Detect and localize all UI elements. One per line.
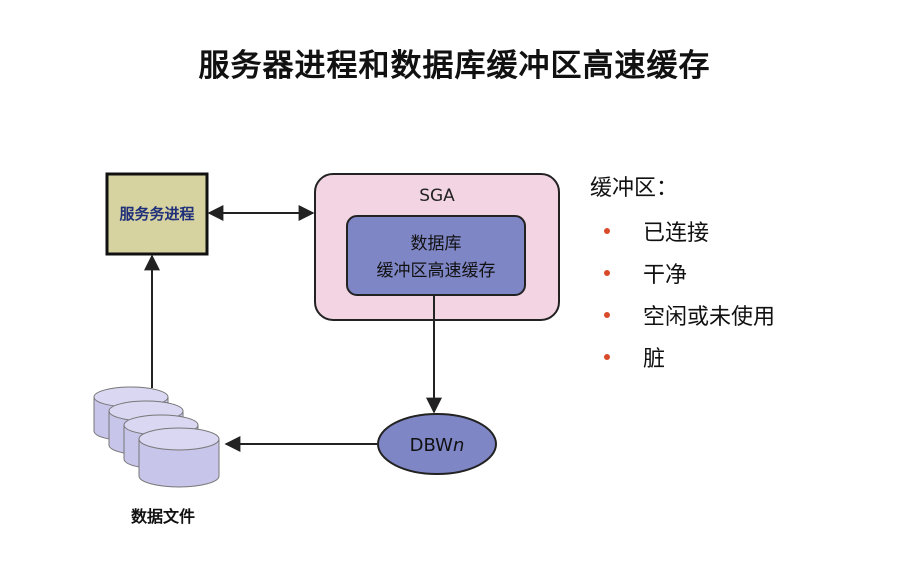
dbwn-label-prefix: DBW — [410, 435, 454, 456]
list-item-label: 脏 — [643, 347, 666, 372]
buffer-states-panel: 缓冲区： 已连接 干净 空闲或未使用 脏 — [590, 170, 890, 378]
list-item: 干净 — [590, 252, 890, 294]
buffer-cache-label-line1: 数据库 — [411, 234, 462, 254]
dbwn-label-suffix: n — [453, 435, 464, 456]
disk-cylinder-4 — [138, 427, 220, 488]
list-item: 脏 — [590, 336, 890, 378]
server-process-label: 服务务进程 — [119, 205, 194, 223]
list-item-label: 已连接 — [643, 221, 710, 246]
datafiles-label: 数据文件 — [131, 507, 195, 526]
buffer-cache-node: 数据库 缓冲区高速缓存 — [346, 215, 526, 296]
dbwn-node: DBWn — [377, 413, 497, 475]
list-item-label: 空闲或未使用 — [643, 305, 776, 330]
bullet-icon — [604, 228, 610, 234]
list-item: 已连接 — [590, 210, 890, 252]
buffer-states-heading: 缓冲区： — [590, 176, 679, 201]
bullet-icon — [604, 270, 610, 276]
sga-label: SGA — [419, 186, 455, 206]
server-process-node: 服务务进程 — [105, 172, 209, 256]
list-item: 空闲或未使用 — [590, 294, 890, 336]
bullet-icon — [604, 354, 610, 360]
bullet-icon — [604, 312, 610, 318]
buffer-states-list: 已连接 干净 空闲或未使用 脏 — [590, 210, 890, 378]
svg-text:DBWn: DBWn — [410, 435, 465, 456]
page-title: 服务器进程和数据库缓冲区高速缓存 — [198, 48, 711, 84]
datafiles-disks-icon — [93, 386, 220, 488]
buffer-cache-label-line2: 缓冲区高速缓存 — [377, 261, 496, 281]
list-item-label: 干净 — [643, 263, 688, 288]
